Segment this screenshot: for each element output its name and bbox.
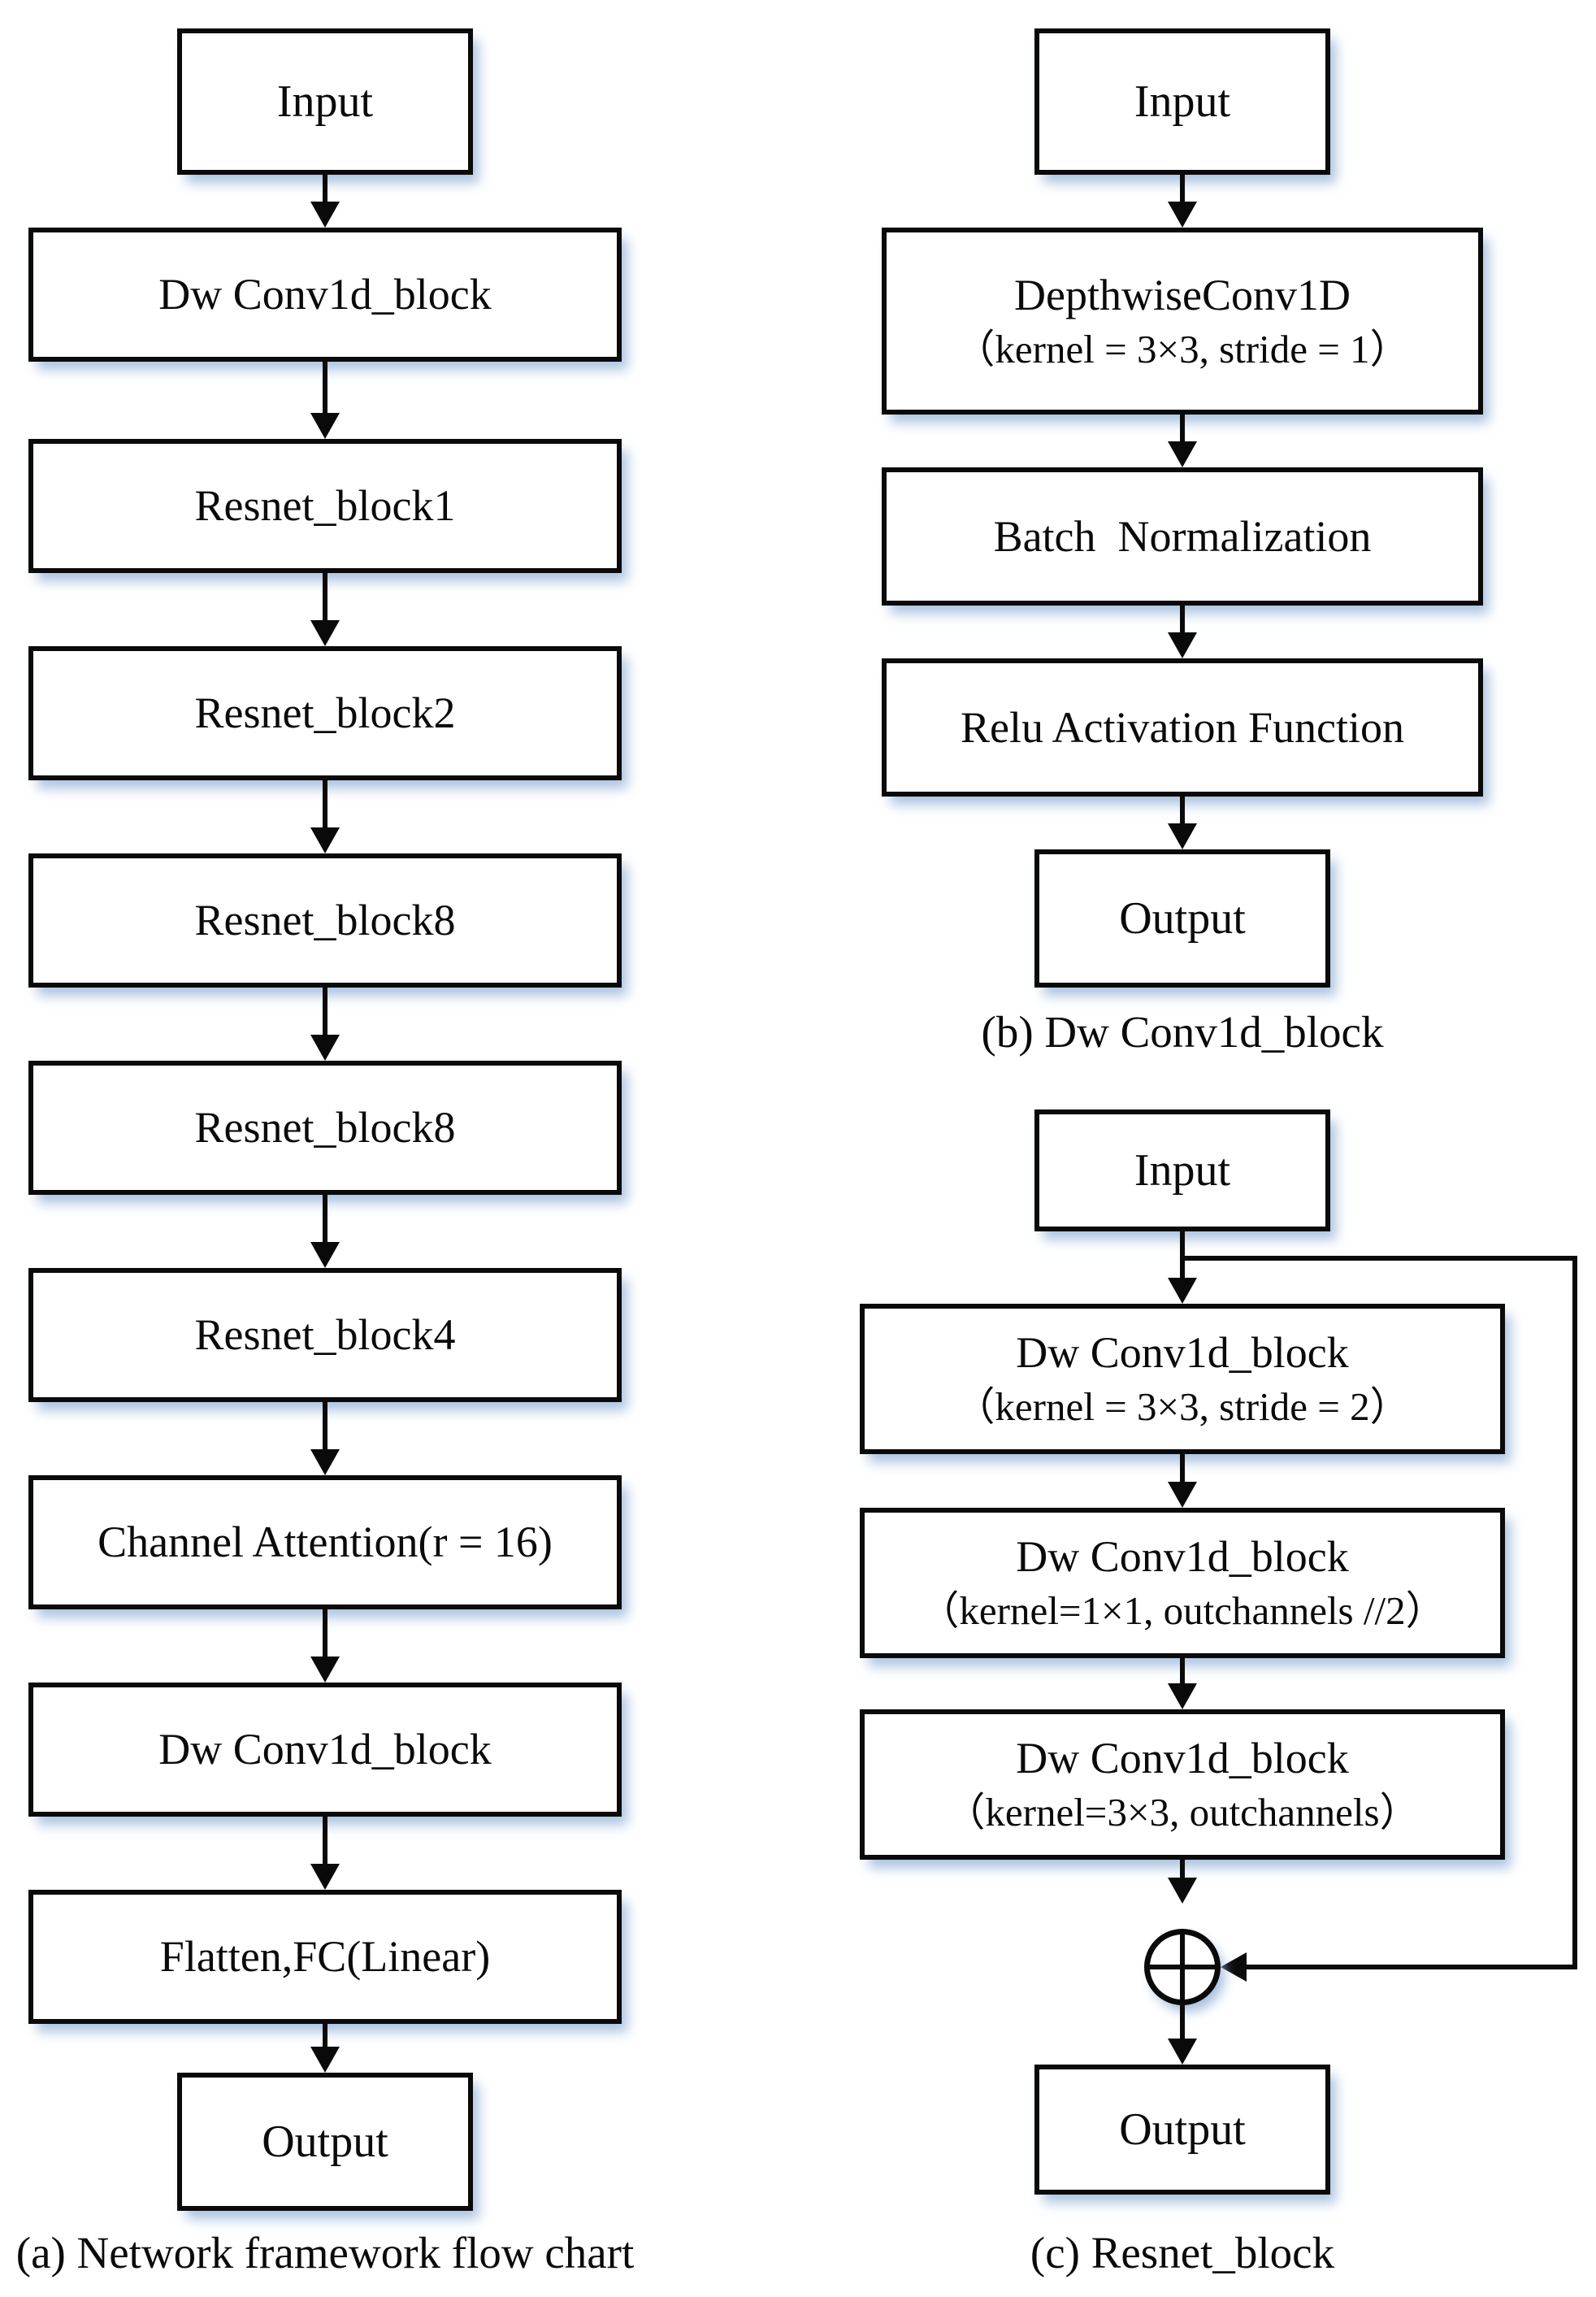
node-a-dw-conv1d-block-1: Dw Conv1d_block (28, 228, 622, 362)
arrow-line (1180, 415, 1185, 441)
node-label: Output (1119, 2104, 1246, 2155)
arrow-down-icon (1168, 823, 1197, 849)
node-a-resnet-block1: Resnet_block1 (28, 439, 622, 573)
arrow-line (323, 2024, 327, 2047)
arrow-down-icon (310, 413, 340, 439)
node-c-dw-conv1d-block-3: Dw Conv1d_block （kernel=3×3, outchannels… (860, 1709, 1505, 1860)
arrow-down-icon (310, 620, 340, 646)
node-a-resnet-block8-first: Resnet_block8 (28, 853, 622, 988)
node-b-relu-activation: Relu Activation Function (882, 658, 1483, 797)
arrow-line (1180, 2005, 1185, 2039)
node-sublabel: （kernel = 3×3, stride = 2） (955, 1384, 1410, 1430)
arrow-down-icon (1168, 1683, 1197, 1709)
arrow-line (1180, 1231, 1185, 1278)
node-a-resnet-block8-second: Resnet_block8 (28, 1061, 622, 1195)
arrow-line (1180, 1860, 1185, 1878)
node-label: Resnet_block8 (194, 896, 456, 945)
arrow-line (323, 1817, 327, 1864)
node-a-flatten-fc: Flatten,FC(Linear) (28, 1890, 622, 2024)
node-label: Flatten,FC(Linear) (159, 1932, 491, 1982)
node-label: Relu Activation Function (961, 702, 1404, 752)
arrow-down-icon (310, 2047, 340, 2073)
arrow-line (1180, 606, 1185, 632)
arrow-line (1180, 1454, 1185, 1482)
arrow-line (323, 1609, 327, 1657)
arrow-line (1180, 175, 1185, 202)
node-label: Dw Conv1d_block (1016, 1734, 1349, 1783)
node-label: Output (1119, 892, 1246, 944)
arrow-line (323, 780, 327, 827)
node-sublabel: （kernel=3×3, outchannels） (945, 1790, 1420, 1835)
arrow-down-icon (310, 1035, 340, 1061)
arrow-down-icon (1168, 1878, 1197, 1904)
arrow-down-icon (1168, 2039, 1197, 2065)
node-sublabel: （kernel=1×1, outchannels //2） (919, 1588, 1446, 1634)
arrow-line (323, 175, 327, 202)
arrow-line (323, 1195, 327, 1242)
node-label: Dw Conv1d_block (158, 270, 492, 319)
arrow-left-icon (1221, 1952, 1247, 1982)
node-label: Input (1134, 76, 1231, 127)
arrow-down-icon (310, 1242, 340, 1268)
arrow-line (1180, 1658, 1185, 1683)
node-label: Resnet_block1 (194, 481, 456, 531)
arrow-line (1180, 797, 1185, 823)
arrow-down-icon (310, 827, 340, 853)
node-b-output: Output (1034, 849, 1330, 988)
node-label: Input (1134, 1144, 1231, 1196)
plus-horizontal-stroke (1148, 1965, 1217, 1969)
node-a-input: Input (177, 28, 473, 175)
caption-panel-b: (b) Dw Conv1d_block (981, 1007, 1384, 1057)
node-a-dw-conv1d-block-2: Dw Conv1d_block (28, 1683, 622, 1817)
node-label: DepthwiseConv1D (1014, 270, 1351, 319)
node-label: Resnet_block4 (194, 1310, 456, 1360)
arrow-down-icon (310, 1657, 340, 1683)
arrow-down-icon (1168, 441, 1197, 467)
node-c-input: Input (1034, 1109, 1330, 1231)
node-a-resnet-block4: Resnet_block4 (28, 1268, 622, 1402)
node-c-output: Output (1034, 2065, 1330, 2195)
node-b-input: Input (1034, 28, 1330, 175)
arrow-down-icon (310, 202, 340, 228)
node-label: Batch Normalization (993, 511, 1372, 561)
caption-panel-a: (a) Network framework flow chart (15, 2228, 635, 2277)
node-label: Channel Attention(r = 16) (98, 1518, 553, 1567)
caption-panel-c: (c) Resnet_block (1030, 2228, 1335, 2277)
node-b-batch-normalization: Batch Normalization (882, 467, 1483, 606)
arrow-line (323, 362, 327, 413)
node-c-dw-conv1d-block-1: Dw Conv1d_block （kernel = 3×3, stride = … (860, 1304, 1505, 1454)
circle-plus-add-icon (1144, 1929, 1221, 2005)
node-label: Dw Conv1d_block (1016, 1328, 1349, 1378)
node-label: Input (276, 76, 374, 127)
skip-connection-line (1245, 1965, 1577, 1969)
skip-connection-line (1182, 1256, 1577, 1261)
arrow-line (323, 1402, 327, 1449)
arrow-down-icon (310, 1864, 340, 1890)
node-c-dw-conv1d-block-2: Dw Conv1d_block （kernel=1×1, outchannels… (860, 1508, 1505, 1658)
node-label: Resnet_block2 (194, 688, 456, 738)
node-a-output: Output (177, 2073, 473, 2211)
arrow-down-icon (1168, 202, 1197, 228)
node-sublabel: （kernel = 3×3, stride = 1） (955, 326, 1410, 371)
node-a-resnet-block2: Resnet_block2 (28, 646, 622, 780)
node-label: Dw Conv1d_block (1016, 1532, 1349, 1582)
node-label: Output (262, 2116, 388, 2167)
node-label: Dw Conv1d_block (158, 1725, 492, 1774)
node-label: Resnet_block8 (194, 1103, 456, 1153)
node-b-depthwise-conv1d: DepthwiseConv1D （kernel = 3×3, stride = … (882, 228, 1483, 415)
arrow-down-icon (1168, 632, 1197, 658)
node-a-channel-attention: Channel Attention(r = 16) (28, 1475, 622, 1609)
arrow-line (323, 988, 327, 1035)
arrow-line (323, 573, 327, 620)
arrow-down-icon (310, 1449, 340, 1475)
skip-connection-line (1572, 1256, 1577, 1969)
arrow-down-icon (1168, 1278, 1197, 1304)
arrow-down-icon (1168, 1482, 1197, 1508)
